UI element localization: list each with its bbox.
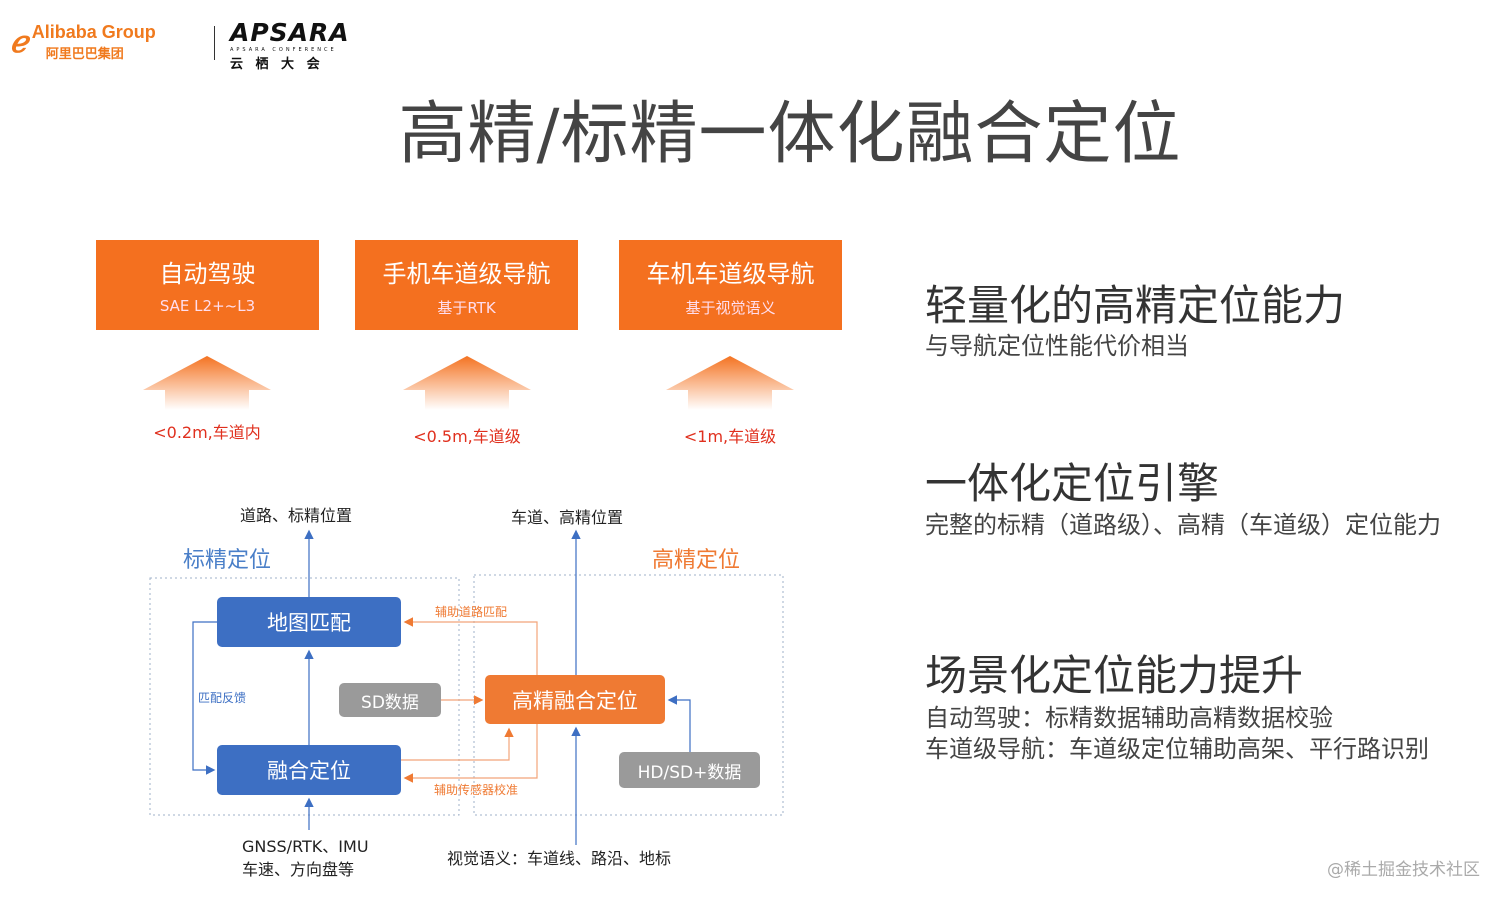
hd-fusion-node: 高精融合定位 xyxy=(485,675,665,724)
accuracy-label: <0.5m,车道级 xyxy=(413,427,521,446)
logo-company: Alibaba Group xyxy=(31,22,156,42)
sd-data-node: SD数据 xyxy=(339,683,441,717)
apsara-logo: APSARA APSARA CONFERENCE 云 栖 大 会 xyxy=(230,18,350,72)
map-matching-node: 地图匹配 xyxy=(217,597,401,647)
watermark: @稀土掘金技术社区 xyxy=(1327,860,1480,880)
accuracy-label: <1m,车道级 xyxy=(683,427,777,446)
page-title: 高精/标精一体化融合定位 xyxy=(398,95,1182,174)
group-label-hd: 高精定位 xyxy=(652,548,741,573)
scenario-sub: 基于视觉语义 xyxy=(685,299,776,317)
point-line: 自动驾驶：标精数据辅助高精数据校验 xyxy=(925,704,1333,732)
fusion-positioning-node: 融合定位 xyxy=(217,745,401,795)
scenario-title: 车机车道级导航 xyxy=(646,260,815,288)
scenario-title: 自动驾驶 xyxy=(159,260,256,288)
point-line: 与导航定位性能代价相当 xyxy=(925,332,1189,360)
logo-event-sub: APSARA CONFERENCE xyxy=(230,47,337,53)
up-arrow-icon xyxy=(143,356,271,410)
alibaba-logo: ℯ Alibaba Group 阿里巴巴集团 xyxy=(10,22,156,62)
point-line: 完整的标精（道路级）、高精（车道级）定位能力 xyxy=(925,511,1441,539)
hdsd-data-node: HD/SD+数据 xyxy=(619,752,760,788)
assist-road-label: 辅助道路匹配 xyxy=(435,605,508,619)
scenario-box: 手机车道级导航基于RTK xyxy=(355,240,578,330)
up-arrow-icon xyxy=(666,356,794,410)
input-right-label: 视觉语义：车道线、路沿、地标 xyxy=(447,849,672,868)
input-left-label: GNSS/RTK、IMU xyxy=(242,837,369,856)
scenario-box: 自动驾驶 SAE L2+~L3 xyxy=(96,240,319,330)
logo-company-cn: 阿里巴巴集团 xyxy=(45,46,124,61)
point-heading: 场景化定位能力提升 xyxy=(925,651,1304,700)
output-right-label: 车道、高精位置 xyxy=(511,508,624,527)
point-heading: 轻量化的高精定位能力 xyxy=(925,281,1346,330)
point-line: 车道级导航：车道级定位辅助高架、平行路识别 xyxy=(925,735,1429,763)
input-left-label: 车速、方向盘等 xyxy=(242,860,355,879)
group-label-standard: 标精定位 xyxy=(183,548,272,573)
scenario-sub: 基于RTK xyxy=(437,299,496,317)
scenario-sub: SAE L2+~L3 xyxy=(159,297,256,315)
assist-sensor-label: 辅助传感器校准 xyxy=(434,783,519,797)
scenario-box: 车机车道级导航基于视觉语义 xyxy=(619,240,842,330)
logo-event: APSARA xyxy=(230,18,350,47)
alibaba-swoosh-icon: ℯ xyxy=(10,25,28,59)
feedback-label: 匹配反馈 xyxy=(198,691,247,705)
point-heading: 一体化定位引擎 xyxy=(925,459,1220,508)
logo-event-cn: 云 栖 大 会 xyxy=(230,57,324,72)
accuracy-label: <0.2m,车道内 xyxy=(153,423,261,442)
output-left-label: 道路、标精位置 xyxy=(240,506,353,525)
logo-divider xyxy=(214,26,215,60)
scenario-title: 手机车道级导航 xyxy=(382,260,551,288)
up-arrow-icon xyxy=(403,356,531,410)
